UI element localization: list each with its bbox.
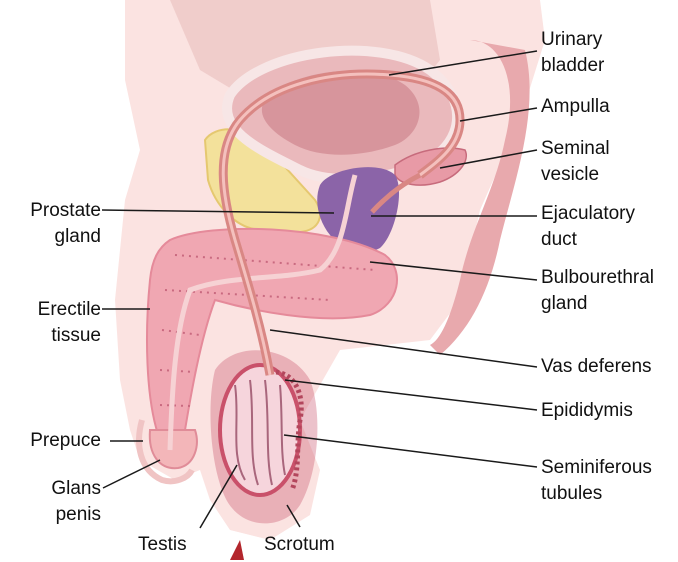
label-seminal-vesicle: Seminal vesicle bbox=[541, 136, 610, 188]
label-ejaculatory-duct: Ejaculatory duct bbox=[541, 201, 635, 253]
leader-seminiferous-tubules bbox=[284, 435, 537, 467]
label-prostate-gland-line1: Prostate bbox=[0, 198, 101, 224]
label-seminiferous-tubules-line1: Seminiferous bbox=[541, 455, 652, 481]
label-bulbourethral-gland-line2: gland bbox=[541, 291, 654, 317]
label-bulbourethral-gland: Bulbourethral gland bbox=[541, 265, 654, 317]
label-glans-penis: Glans penis bbox=[0, 476, 101, 528]
label-seminal-vesicle-line1: Seminal bbox=[541, 136, 610, 162]
label-epididymis-text: Epididymis bbox=[541, 398, 633, 424]
label-scrotum: Scrotum bbox=[264, 532, 335, 558]
testis-shape bbox=[220, 365, 300, 495]
label-seminiferous-tubules-line2: tubules bbox=[541, 481, 652, 507]
label-ejaculatory-duct-line1: Ejaculatory bbox=[541, 201, 635, 227]
label-erectile-tissue-line1: Erectile bbox=[0, 297, 101, 323]
label-prepuce: Prepuce bbox=[0, 428, 101, 454]
label-prostate-gland-line2: gland bbox=[0, 224, 101, 250]
leader-epididymis bbox=[285, 380, 537, 410]
label-seminiferous-tubules: Seminiferous tubules bbox=[541, 455, 652, 507]
label-prostate-gland: Prostate gland bbox=[0, 198, 101, 250]
label-bulbourethral-gland-line1: Bulbourethral bbox=[541, 265, 654, 291]
label-glans-penis-line2: penis bbox=[0, 502, 101, 528]
label-scrotum-text: Scrotum bbox=[264, 532, 335, 558]
label-erectile-tissue: Erectile tissue bbox=[0, 297, 101, 349]
label-urinary-bladder-line1: Urinary bbox=[541, 27, 604, 53]
label-urinary-bladder: Urinary bladder bbox=[541, 27, 604, 79]
label-testis: Testis bbox=[138, 532, 187, 558]
label-testis-text: Testis bbox=[138, 532, 187, 558]
label-vas-deferens: Vas deferens bbox=[541, 354, 652, 380]
label-ampulla: Ampulla bbox=[541, 94, 610, 120]
label-seminal-vesicle-line2: vesicle bbox=[541, 162, 610, 188]
label-prepuce-text: Prepuce bbox=[0, 428, 101, 454]
label-epididymis: Epididymis bbox=[541, 398, 633, 424]
label-urinary-bladder-line2: bladder bbox=[541, 53, 604, 79]
label-ejaculatory-duct-line2: duct bbox=[541, 227, 635, 253]
label-ampulla-text: Ampulla bbox=[541, 94, 610, 120]
label-glans-penis-line1: Glans bbox=[0, 476, 101, 502]
label-erectile-tissue-line2: tissue bbox=[0, 323, 101, 349]
label-vas-deferens-text: Vas deferens bbox=[541, 354, 652, 380]
marker-stroke bbox=[230, 540, 244, 560]
